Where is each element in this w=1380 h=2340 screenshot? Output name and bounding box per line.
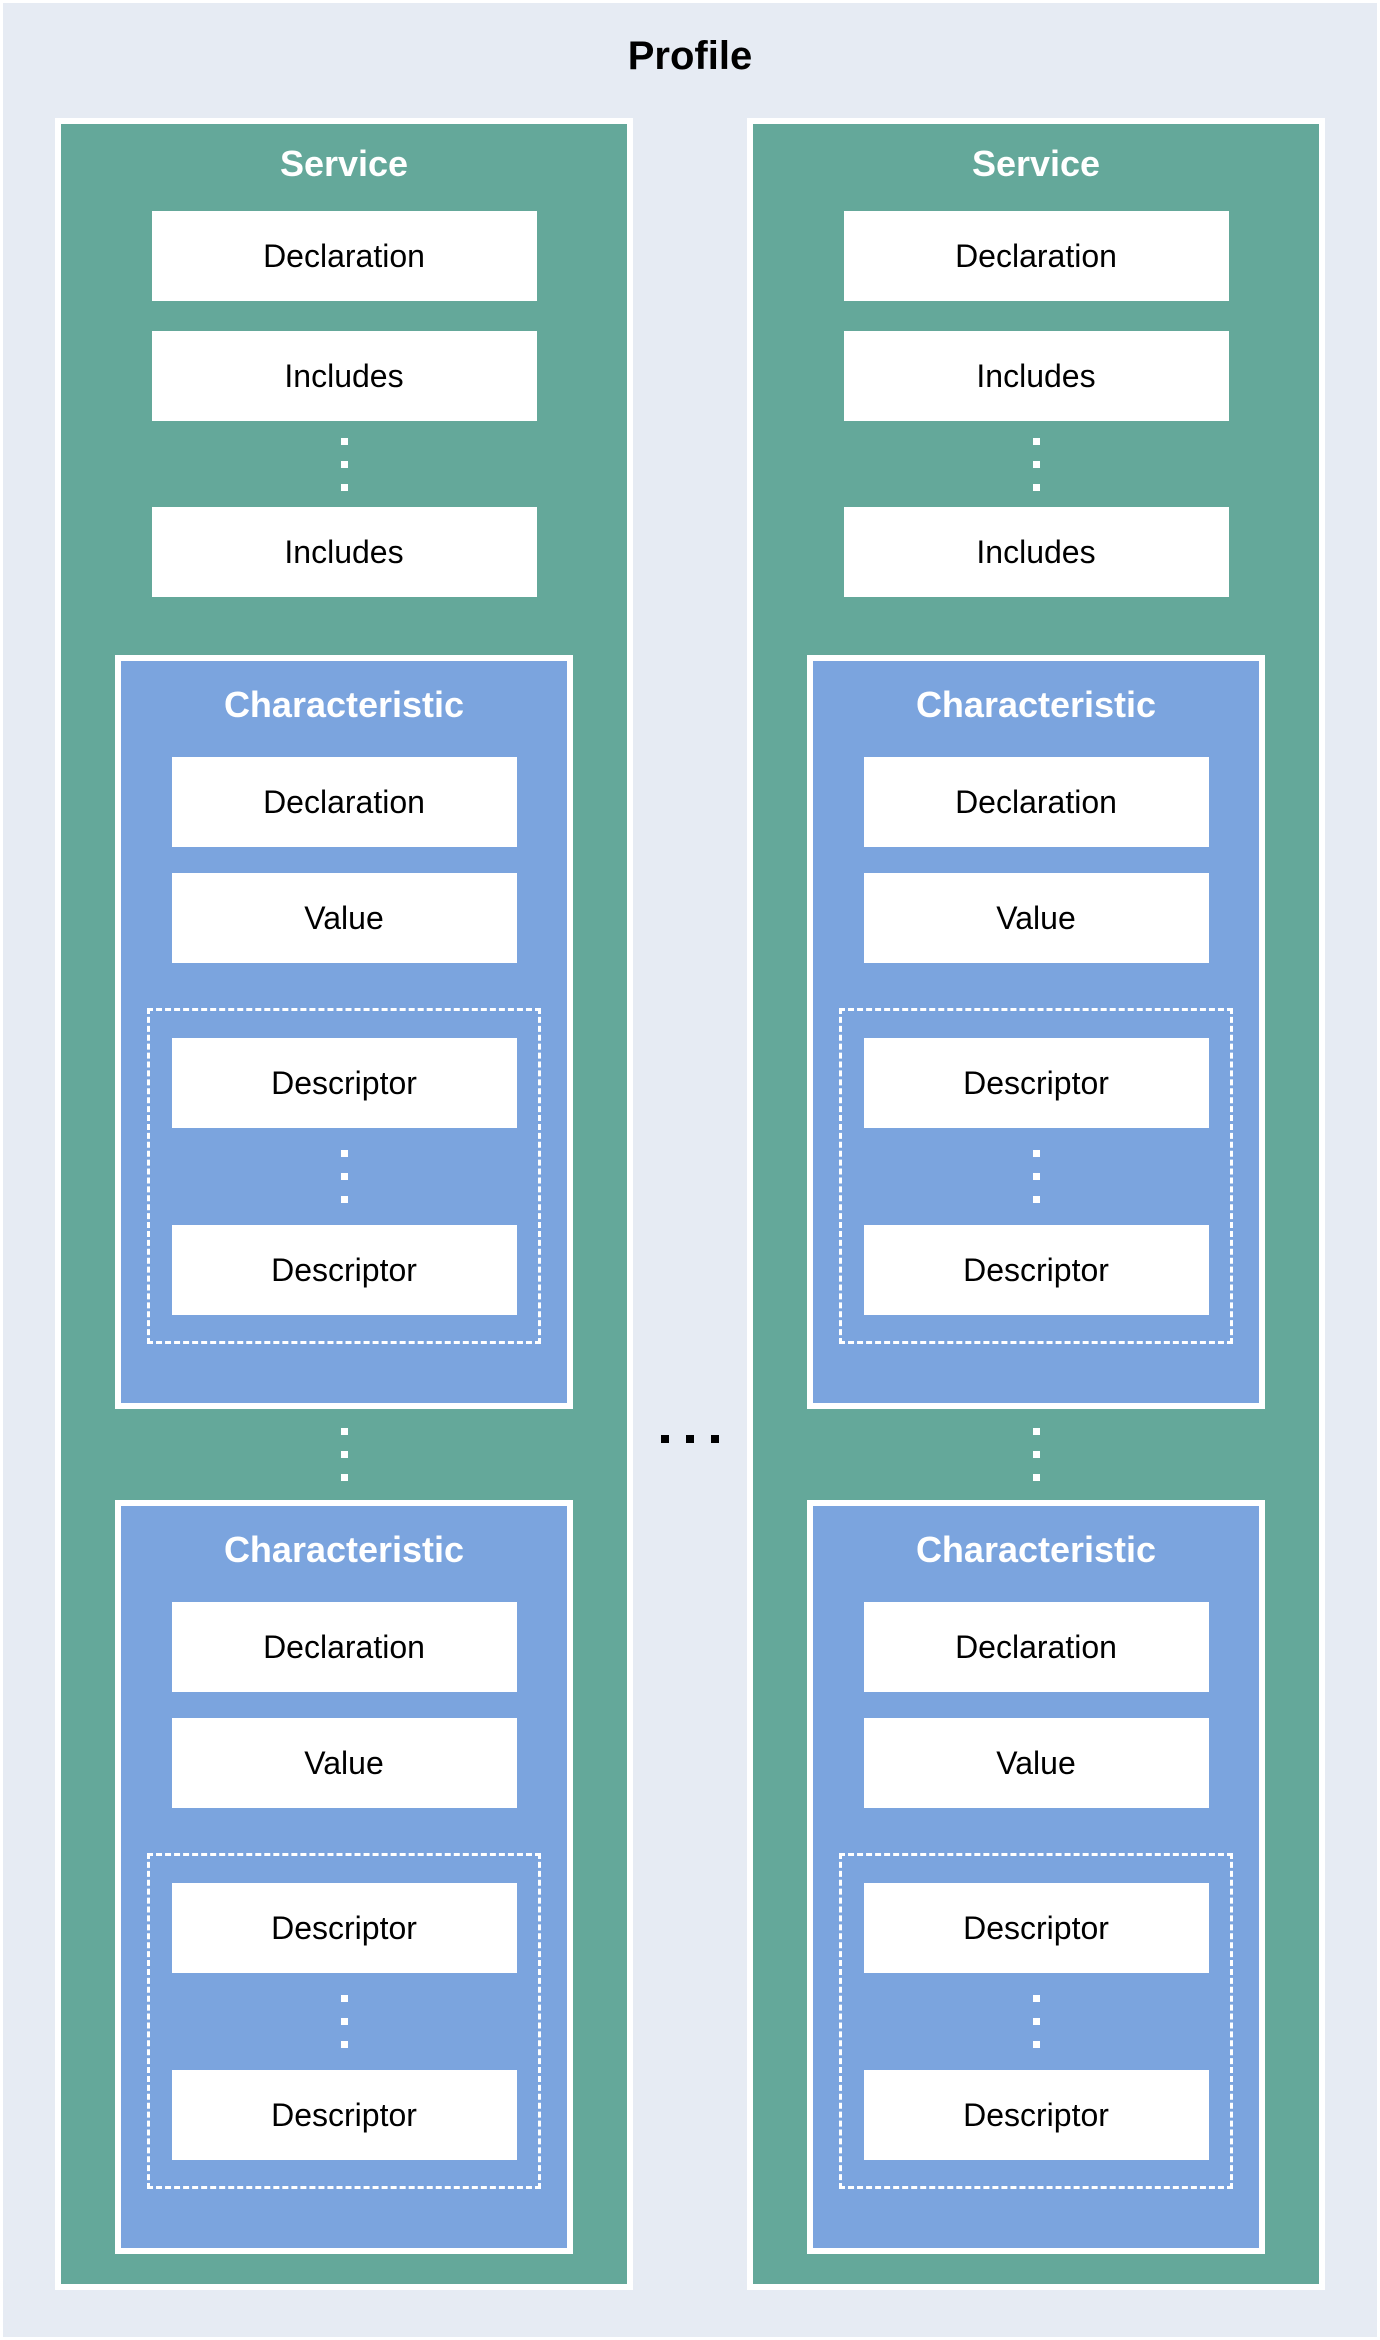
- characteristic-declaration-box: Declaration: [863, 757, 1209, 847]
- characteristic-declaration-box: Declaration: [863, 1602, 1209, 1692]
- vertical-ellipsis-icon: [807, 1409, 1265, 1500]
- descriptor-box: Descriptor: [863, 1883, 1209, 1973]
- characteristic-title: Characteristic: [915, 684, 1157, 725]
- characteristic-title: Characteristic: [223, 1529, 465, 1570]
- service-includes-box: Includes: [843, 507, 1229, 597]
- vertical-ellipsis-icon: [150, 1973, 538, 2070]
- service-title: Service: [279, 143, 409, 184]
- descriptor-group: Descriptor Descriptor: [147, 1008, 541, 1344]
- service-panel: Service Declaration Includes Includes Ch…: [747, 118, 1325, 2290]
- descriptor-box: Descriptor: [171, 2070, 517, 2160]
- characteristic-value-box: Value: [171, 1718, 517, 1808]
- characteristic-value-box: Value: [863, 1718, 1209, 1808]
- characteristic-declaration-box: Declaration: [171, 757, 517, 847]
- vertical-ellipsis-icon: [807, 421, 1265, 507]
- descriptor-box: Descriptor: [863, 2070, 1209, 2160]
- vertical-ellipsis-icon: [842, 1973, 1230, 2070]
- descriptor-box: Descriptor: [171, 1225, 517, 1315]
- characteristic-value-box: Value: [863, 873, 1209, 963]
- characteristic-value-box: Value: [171, 873, 517, 963]
- service-panel: Service Declaration Includes Includes Ch…: [55, 118, 633, 2290]
- vertical-ellipsis-icon: [150, 1128, 538, 1225]
- descriptor-group: Descriptor Descriptor: [147, 1853, 541, 2189]
- horizontal-ellipsis-icon: [661, 1435, 719, 1443]
- vertical-ellipsis-icon: [115, 421, 573, 507]
- characteristic-title: Characteristic: [915, 1529, 1157, 1570]
- characteristic-panel: Characteristic Declaration Value Descrip…: [807, 655, 1265, 1409]
- characteristic-panel: Characteristic Declaration Value Descrip…: [115, 655, 573, 1409]
- characteristic-panel: Characteristic Declaration Value Descrip…: [807, 1500, 1265, 2254]
- descriptor-box: Descriptor: [863, 1038, 1209, 1128]
- vertical-ellipsis-icon: [842, 1128, 1230, 1225]
- characteristic-panel: Characteristic Declaration Value Descrip…: [115, 1500, 573, 2254]
- characteristic-declaration-box: Declaration: [171, 1602, 517, 1692]
- service-title: Service: [971, 143, 1101, 184]
- descriptor-box: Descriptor: [863, 1225, 1209, 1315]
- characteristic-title: Characteristic: [223, 684, 465, 725]
- descriptor-box: Descriptor: [171, 1038, 517, 1128]
- descriptor-group: Descriptor Descriptor: [839, 1853, 1233, 2189]
- descriptor-group: Descriptor Descriptor: [839, 1008, 1233, 1344]
- service-includes-box: Includes: [843, 331, 1229, 421]
- descriptor-box: Descriptor: [171, 1883, 517, 1973]
- service-includes-box: Includes: [151, 507, 537, 597]
- services-row: Service Declaration Includes Includes Ch…: [3, 118, 1377, 2290]
- vertical-ellipsis-icon: [115, 1409, 573, 1500]
- profile-diagram: Profile Service Declaration Includes Inc…: [3, 3, 1377, 2337]
- service-declaration-box: Declaration: [151, 211, 537, 301]
- service-includes-box: Includes: [151, 331, 537, 421]
- page-title: Profile: [627, 34, 753, 78]
- service-declaration-box: Declaration: [843, 211, 1229, 301]
